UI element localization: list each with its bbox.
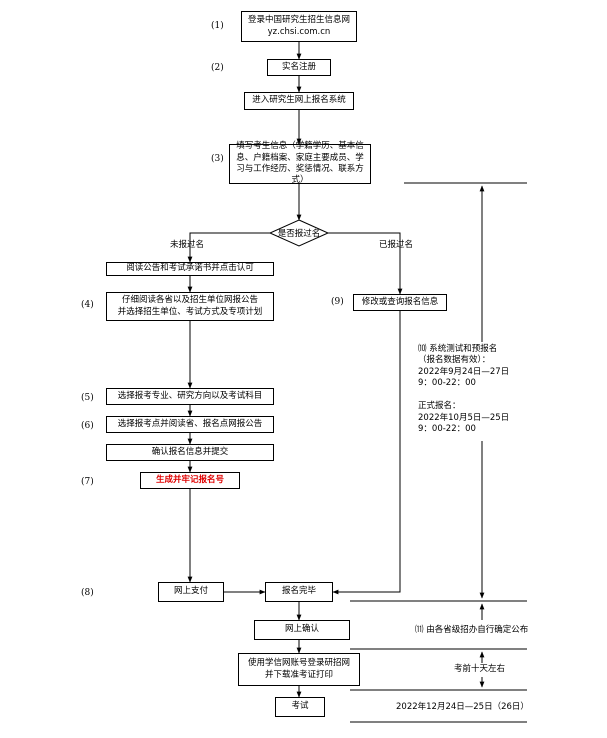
registered-label: 已报过名 <box>379 240 414 250</box>
choose-major-box: 选择报考专业、研究方向以及考试科目 <box>106 388 274 405</box>
login-box: 登录中国研究生招生信息网 yz.chsi.com.cn <box>241 11 357 42</box>
exam-box: 考试 <box>275 697 325 717</box>
step-4-number: (4) <box>81 300 94 310</box>
step-2-number: (2) <box>211 63 224 73</box>
timeline-10-label: ⑽ 系统测试和预报名 （报名数据有效）： 2022年9月24日—27日 9：00… <box>418 342 528 438</box>
generate-number-box: 生成并牢记报名号 <box>140 472 240 489</box>
not-registered-label: 未报过名 <box>170 240 205 250</box>
step-1-number: (1) <box>211 21 224 31</box>
register-box: 实名注册 <box>267 59 331 76</box>
decision-label: 是否报过名 <box>278 228 321 239</box>
online-pay-box: 网上支付 <box>158 582 224 602</box>
step-9-number: (9) <box>331 297 344 307</box>
enter-system-box: 进入研究生网上报名系统 <box>244 92 354 110</box>
print-ticket-box: 使用学信网账号登录研招网 并下载准考证打印 <box>238 653 360 686</box>
exam-date-label: 2022年12月24日—25日（26日） <box>396 702 529 712</box>
fill-info-box: 填写考生信息（学籍学历、基本信息、户籍档案、家庭主要成员、学习与工作经历、奖惩情… <box>229 141 371 185</box>
read-province-box: 仔细阅读各省以及招生单位网报公告 并选择招生单位、考试方式及专项计划 <box>106 292 274 321</box>
days-before-exam-label: 考前十天左右 <box>452 664 508 676</box>
step-5-number: (5) <box>81 393 94 403</box>
step-6-number: (6) <box>81 421 94 431</box>
timeline-11-label: ⑾ 由各省级招办自行确定公布 <box>413 625 531 637</box>
decision-diamond <box>268 219 330 247</box>
step-8-number: (8) <box>81 588 94 598</box>
online-confirm-box: 网上确认 <box>254 620 350 640</box>
modify-info-box: 修改或查询报名信息 <box>353 294 447 311</box>
choose-site-box: 选择报考点并阅读省、报名点网报公告 <box>106 416 274 433</box>
step-7-number: (7) <box>81 477 94 487</box>
registration-complete-box: 报名完毕 <box>265 582 333 602</box>
read-notice-box: 阅读公告和考试承诺书并点击认可 <box>106 262 274 276</box>
confirm-submit-box: 确认报名信息并提交 <box>106 444 274 461</box>
step-3-number: (3) <box>211 154 224 164</box>
